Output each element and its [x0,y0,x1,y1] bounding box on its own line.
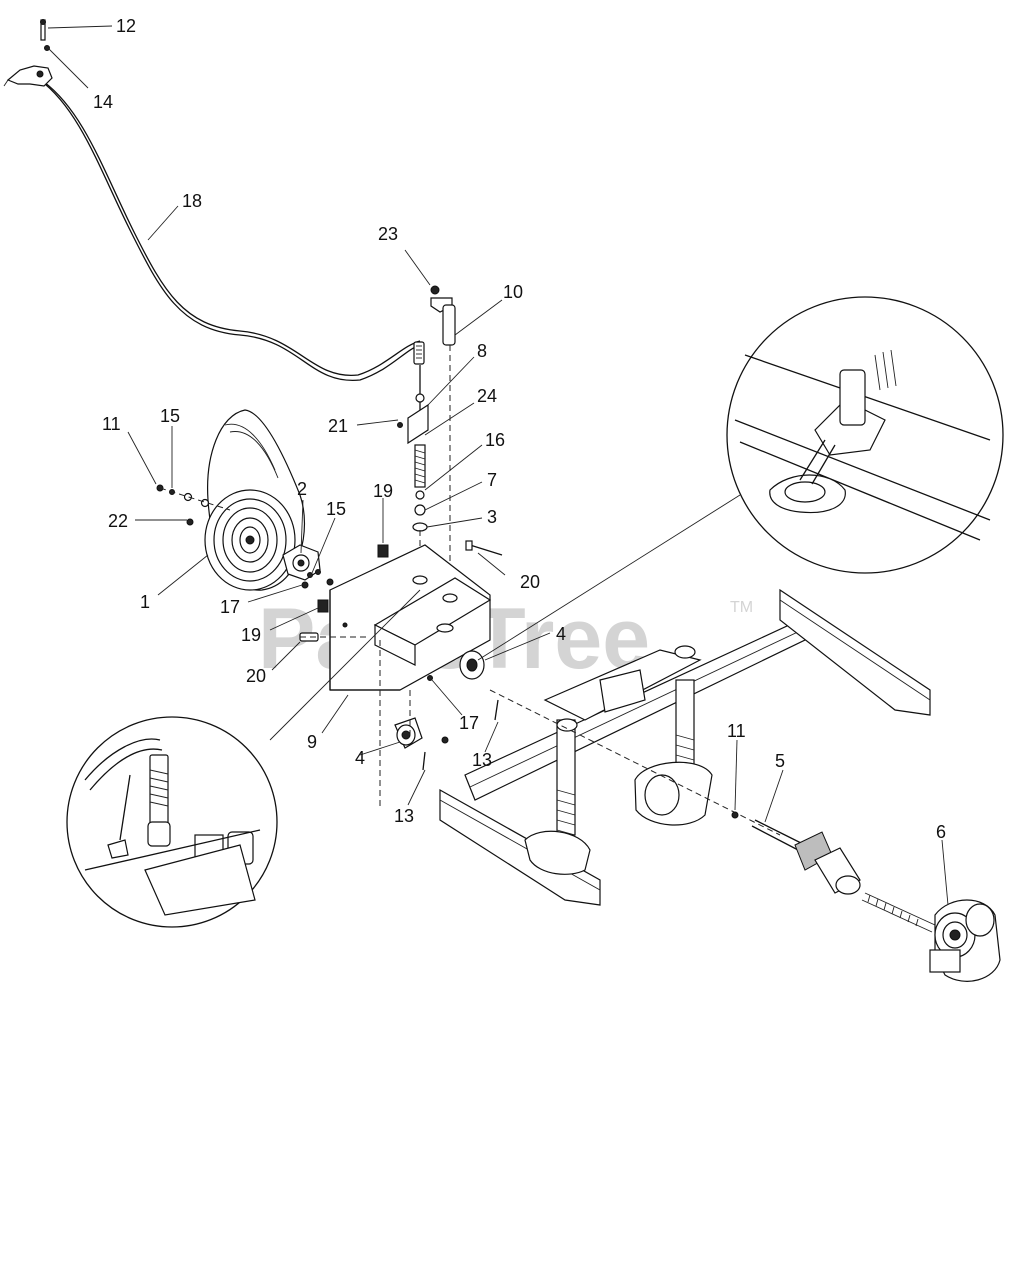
callout-13-lower: 13 [394,806,414,826]
callout-23: 23 [378,224,398,244]
callout-15-lower: 15 [326,499,346,519]
callout-11-lower: 11 [727,721,746,741]
callout-3: 3 [487,507,497,527]
callout-21: 21 [328,416,348,436]
callout-19-lower: 19 [241,625,261,645]
pto-pulley-belt [204,409,306,591]
callout-13-upper: 13 [472,750,492,770]
callout-11-upper: 11 [102,414,121,434]
callout-16: 16 [485,430,505,450]
mounting-bracket [329,544,492,691]
gearbox [929,899,1001,982]
bearing-upper [459,650,485,680]
detail-circle-upper [726,296,1004,574]
axle-frame [439,588,931,906]
callout-2: 2 [297,479,307,499]
callout-18: 18 [182,191,202,211]
bracket-hardware-left [299,581,370,642]
callout-20-upper: 20 [520,572,540,592]
callout-4-lower: 4 [355,748,365,768]
clevis-pin [40,19,46,41]
watermark-trademark: TM [730,599,753,616]
bolts-13 [422,675,499,771]
leader-lower-detail [269,589,421,741]
callout-10: 10 [503,282,523,302]
callout-8: 8 [477,341,487,361]
leader-upper-detail [477,494,741,661]
callout-4-upper: 4 [556,624,566,644]
callout-24: 24 [477,386,497,406]
leader-lines [47,25,949,906]
callout-7: 7 [487,470,497,490]
callout-22: 22 [108,511,128,531]
callout-labels: 12 14 18 23 10 8 21 24 16 7 3 11 15 22 2… [93,16,946,842]
pulley-hardware [156,484,334,586]
callout-5: 5 [775,751,785,771]
callout-14: 14 [93,92,113,112]
callout-17-lower: 17 [459,713,479,733]
callout-6: 6 [936,822,946,842]
drive-shaft [489,689,936,933]
lift-linkage [397,285,456,590]
callout-12: 12 [116,16,136,36]
callout-9: 9 [307,732,317,752]
callout-1: 1 [140,592,150,612]
callout-19-upper: 19 [373,481,393,501]
hex-nut-upper [377,544,389,558]
control-cable [39,79,425,381]
callout-20-lower: 20 [246,666,266,686]
carriage-bolt-upper [465,540,503,556]
cable-handle [3,65,53,87]
callout-15-upper: 15 [160,406,180,426]
detail-circle-lower [66,716,278,928]
bearing-lower [394,717,423,749]
callout-17-left: 17 [220,597,240,617]
hair-pin-clip [44,45,50,51]
